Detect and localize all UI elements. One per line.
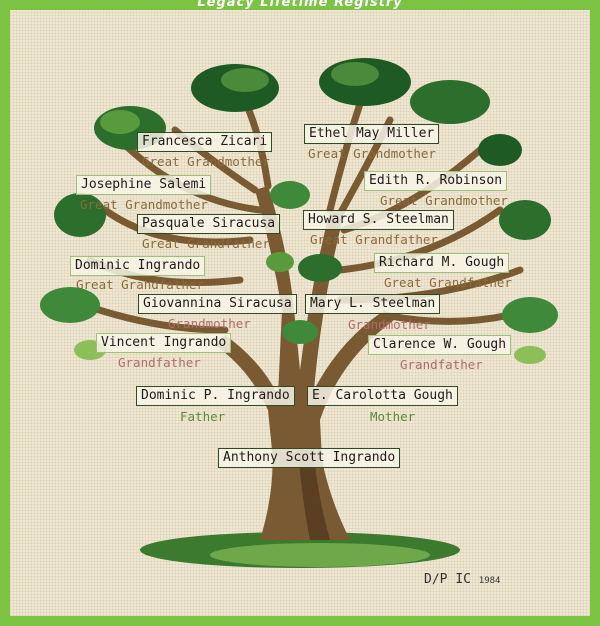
name-vincent: Vincent Ingrando bbox=[101, 335, 227, 350]
name-giovannina: Giovannina Siracusa bbox=[143, 296, 292, 311]
trunk-shadow bbox=[298, 450, 330, 540]
name-box-howard: Howard S. Steelman bbox=[303, 210, 454, 230]
name-howard: Howard S. Steelman bbox=[308, 212, 449, 227]
name-edith: Edith R. Robinson bbox=[369, 173, 503, 188]
name-josephine: Josephine Salemi bbox=[81, 177, 207, 192]
name-pasquale: Pasquale Siracusa bbox=[142, 216, 276, 231]
relation-giovannina: Grandmother bbox=[168, 316, 251, 331]
name-box-giovannina: Giovannina Siracusa bbox=[138, 294, 297, 314]
signature-mark: IC bbox=[455, 572, 471, 587]
name-box-josephine: Josephine Salemi bbox=[76, 175, 212, 195]
name-box-pasquale: Pasquale Siracusa bbox=[137, 214, 281, 234]
name-box-clarence: Clarence W. Gough bbox=[368, 335, 512, 355]
relation-francesca: Great Grandmother bbox=[142, 154, 270, 169]
relation-pasquale: Great Grandfather bbox=[142, 236, 270, 251]
name-anthony: Anthony Scott Ingrando bbox=[223, 450, 396, 465]
name-carolotta: E. Carolotta Gough bbox=[312, 388, 453, 403]
relation-clarence: Grandfather bbox=[400, 357, 483, 372]
signature-initials: D∕P bbox=[424, 572, 448, 587]
name-dominic: Dominic Ingrando bbox=[75, 258, 201, 273]
name-box-dominicp: Dominic P. Ingrando bbox=[136, 386, 295, 406]
relation-josephine: Great Grandmother bbox=[80, 197, 208, 212]
name-ethel: Ethel May Miller bbox=[309, 126, 435, 141]
relation-howard: Great Grandfather bbox=[310, 232, 438, 247]
name-mary: Mary L. Steelman bbox=[310, 296, 436, 311]
relation-dominicp: Father bbox=[180, 409, 226, 424]
relation-edith: Great Grandmother bbox=[380, 193, 508, 208]
ground-grass-light bbox=[210, 543, 430, 567]
name-box-francesca: Francesca Zicari bbox=[137, 132, 273, 152]
name-box-carolotta: E. Carolotta Gough bbox=[307, 386, 458, 406]
cross-stitch-fabric: Francesca Zicari Great Grandmother Ethel… bbox=[10, 10, 590, 616]
top-banner: Legacy Lifetime Registry bbox=[0, 0, 600, 10]
name-box-dominic: Dominic Ingrando bbox=[70, 256, 206, 276]
banner-text: Legacy Lifetime Registry bbox=[197, 0, 403, 10]
relation-vincent: Grandfather bbox=[118, 355, 201, 370]
name-box-richard: Richard M. Gough bbox=[374, 253, 510, 273]
name-box-ethel: Ethel May Miller bbox=[304, 124, 440, 144]
family-tree-artwork bbox=[40, 58, 558, 568]
relation-ethel: Great Grandmother bbox=[308, 146, 436, 161]
foliage bbox=[40, 58, 558, 364]
stitch-signature: D∕P IC 1984 bbox=[424, 572, 500, 587]
name-box-vincent: Vincent Ingrando bbox=[96, 333, 232, 353]
name-dominicp: Dominic P. Ingrando bbox=[141, 388, 290, 403]
relation-carolotta: Mother bbox=[370, 409, 416, 424]
name-clarence: Clarence W. Gough bbox=[373, 337, 507, 352]
tree-trunk bbox=[215, 186, 394, 540]
relation-dominic: Great Grandfather bbox=[76, 277, 204, 292]
name-box-mary: Mary L. Steelman bbox=[305, 294, 441, 314]
name-richard: Richard M. Gough bbox=[379, 255, 505, 270]
name-box-edith: Edith R. Robinson bbox=[364, 171, 508, 191]
name-francesca: Francesca Zicari bbox=[142, 134, 268, 149]
relation-richard: Great Grandfather bbox=[384, 275, 512, 290]
relation-mary: Grandmother bbox=[348, 317, 431, 332]
signature-year: 1984 bbox=[478, 576, 501, 586]
name-box-anthony: Anthony Scott Ingrando bbox=[218, 448, 401, 468]
